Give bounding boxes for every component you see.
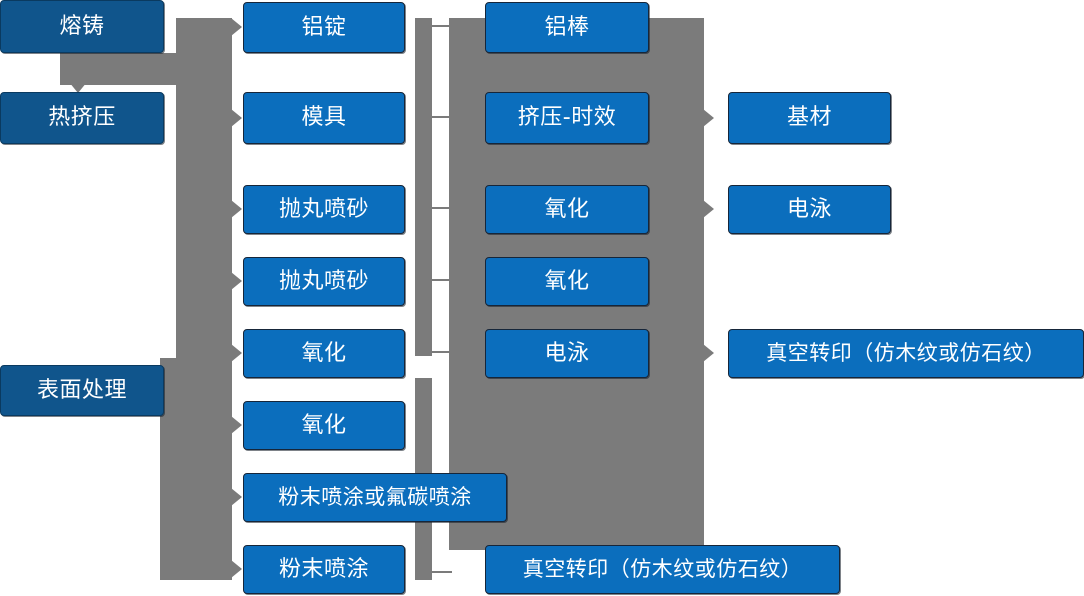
node-shot-blasting-1[interactable]: 抛丸喷砂 — [243, 185, 405, 234]
node-oxidation-1-label: 氧化 — [301, 340, 347, 366]
node-oxidation-4-label: 氧化 — [544, 268, 590, 294]
node-vacuum-transfer-printing-right[interactable]: 真空转印（仿木纹或仿石纹） — [728, 329, 1084, 378]
connector-arrow-to-oxidation-2 — [231, 416, 242, 434]
connector-arrow-to-electrophoresis-2 — [703, 200, 714, 218]
node-substrate[interactable]: 基材 — [728, 92, 891, 144]
connector-arrow-to-shot-blasting-2 — [231, 272, 242, 290]
node-die-label: 模具 — [301, 105, 347, 131]
node-vacuum-transfer-printing-right-label: 真空转印（仿木纹或仿石纹） — [766, 341, 1046, 366]
node-aluminum-bar[interactable]: 铝棒 — [485, 2, 649, 53]
connector-stub-row-2 — [430, 116, 452, 118]
stage-melting-casting[interactable]: 熔铸 — [0, 0, 164, 53]
stage-hot-extrusion-label: 热挤压 — [48, 105, 116, 131]
node-die[interactable]: 模具 — [243, 92, 405, 144]
node-oxidation-1[interactable]: 氧化 — [243, 329, 405, 378]
node-extrusion-aging[interactable]: 挤压-时效 — [485, 92, 649, 144]
node-vacuum-transfer-printing-bottom[interactable]: 真空转印（仿木纹或仿石纹） — [485, 545, 840, 594]
node-vacuum-transfer-printing-bottom-label: 真空转印（仿木纹或仿石纹） — [522, 557, 803, 582]
node-powder-or-fluorocarbon-coating-label: 粉末喷涂或氟碳喷涂 — [278, 485, 472, 510]
node-shot-blasting-2-label: 抛丸喷砂 — [278, 268, 369, 294]
connector-arrow-to-vacuum-transfer-right — [703, 344, 714, 362]
node-oxidation-3-label: 氧化 — [544, 196, 590, 222]
connector-arrow-to-powder-coating — [231, 560, 242, 578]
node-electrophoresis-1[interactable]: 电泳 — [485, 329, 649, 378]
node-electrophoresis-1-label: 电泳 — [544, 340, 590, 366]
connector-stub-row-4 — [430, 279, 452, 281]
node-aluminum-ingot-label: 铝锭 — [301, 14, 347, 40]
connector-stub-row-1 — [430, 25, 452, 27]
connector-line-surface-treatment — [163, 390, 185, 392]
connector-arrow-to-shot-blasting-1 — [231, 200, 242, 218]
connector-arrow-to-substrate — [703, 109, 714, 127]
node-electrophoresis-2-label: 电泳 — [786, 196, 832, 222]
connector-stub-row-5 — [430, 351, 452, 353]
node-aluminum-bar-label: 铝棒 — [544, 14, 590, 40]
node-aluminum-ingot[interactable]: 铝锭 — [243, 2, 405, 53]
node-shot-blasting-2[interactable]: 抛丸喷砂 — [243, 257, 405, 306]
node-oxidation-3[interactable]: 氧化 — [485, 185, 649, 234]
connector-arrow-to-die — [231, 109, 242, 127]
node-substrate-label: 基材 — [786, 105, 832, 131]
stage-hot-extrusion[interactable]: 热挤压 — [0, 92, 164, 144]
connector-middle-thin-bar-upper — [415, 18, 432, 356]
connector-arrow-down-to-hot-extrusion — [69, 82, 87, 93]
stage-surface-treatment-label: 表面处理 — [36, 377, 127, 403]
connector-arrow-to-oxidation-1 — [231, 344, 242, 362]
connector-stub-row-6 — [430, 571, 452, 573]
node-oxidation-2-label: 氧化 — [301, 412, 347, 438]
stage-melting-casting-label: 熔铸 — [59, 13, 105, 39]
node-oxidation-4[interactable]: 氧化 — [485, 257, 649, 306]
node-shot-blasting-1-label: 抛丸喷砂 — [278, 196, 369, 222]
connector-arrow-to-aluminum-ingot — [231, 18, 242, 36]
node-oxidation-2[interactable]: 氧化 — [243, 401, 405, 450]
node-powder-coating[interactable]: 粉末喷涂 — [243, 545, 405, 594]
connector-left-block-upper — [176, 18, 232, 358]
stage-surface-treatment[interactable]: 表面处理 — [0, 365, 164, 416]
connector-left-block-lower — [160, 358, 232, 580]
connector-arrow-to-powder-or-fluorocarbon — [231, 488, 242, 506]
node-electrophoresis-2[interactable]: 电泳 — [728, 185, 891, 234]
node-extrusion-aging-label: 挤压-时效 — [517, 105, 617, 131]
connector-left-stub-melting — [60, 53, 180, 85]
connector-stub-row-3 — [430, 207, 452, 209]
node-powder-or-fluorocarbon-coating[interactable]: 粉末喷涂或氟碳喷涂 — [243, 473, 507, 522]
node-powder-coating-label: 粉末喷涂 — [278, 556, 369, 582]
